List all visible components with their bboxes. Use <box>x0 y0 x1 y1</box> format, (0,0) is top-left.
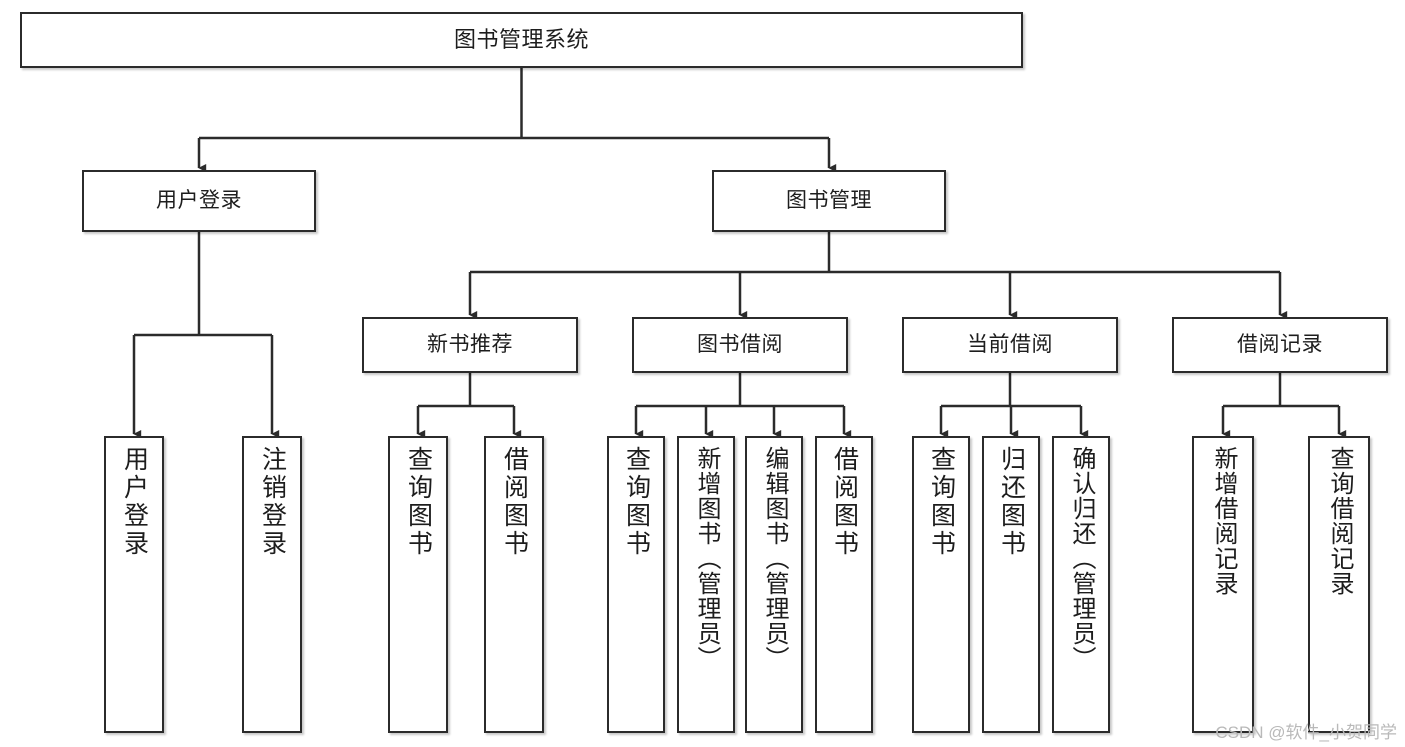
node-label: 借阅图书 <box>500 446 529 558</box>
node-leaf-querybook2[interactable]: 查询图书 <box>607 436 665 733</box>
node-label: 归还图书 <box>997 446 1026 558</box>
node-label: 查询图书 <box>927 446 956 558</box>
node-current[interactable]: 当前借阅 <box>902 317 1118 373</box>
node-label: 查询图书 <box>622 446 651 558</box>
node-leaf-confirm[interactable]: 确认归还（管理员） <box>1052 436 1110 733</box>
node-label: 编辑图书（管理员） <box>760 446 788 671</box>
node-leaf-addbook[interactable]: 新增图书（管理员） <box>677 436 735 733</box>
node-label: 确认归还（管理员） <box>1067 446 1095 671</box>
node-leaf-borrowbook1[interactable]: 借阅图书 <box>484 436 544 733</box>
node-label: 图书借阅 <box>697 332 783 356</box>
node-label: 当前借阅 <box>967 332 1053 356</box>
node-leaf-queryrecord[interactable]: 查询借阅记录 <box>1308 436 1370 733</box>
node-leaf-querybook3[interactable]: 查询图书 <box>912 436 970 733</box>
node-label: 新增图书（管理员） <box>692 446 720 671</box>
node-label: 借阅图书 <box>830 446 859 558</box>
node-borrow[interactable]: 图书借阅 <box>632 317 848 373</box>
node-label: 用户登录 <box>156 188 242 212</box>
node-newbook[interactable]: 新书推荐 <box>362 317 578 373</box>
node-login[interactable]: 用户登录 <box>82 170 316 232</box>
node-records[interactable]: 借阅记录 <box>1172 317 1388 373</box>
node-label: 查询图书 <box>404 446 433 558</box>
node-root[interactable]: 图书管理系统 <box>20 12 1023 68</box>
node-label: 用户登录 <box>120 446 149 558</box>
node-leaf-logout[interactable]: 注销登录 <box>242 436 302 733</box>
node-label: 注销登录 <box>258 446 287 558</box>
node-label: 图书管理 <box>786 188 872 212</box>
node-label: 查询借阅记录 <box>1325 446 1353 596</box>
node-label: 图书管理系统 <box>453 26 589 52</box>
node-label: 新增借阅记录 <box>1209 446 1237 596</box>
node-label: 借阅记录 <box>1237 332 1323 356</box>
node-leaf-returnbook[interactable]: 归还图书 <box>982 436 1040 733</box>
node-leaf-querybook1[interactable]: 查询图书 <box>388 436 448 733</box>
node-label: 新书推荐 <box>427 332 513 356</box>
node-leaf-userlogin[interactable]: 用户登录 <box>104 436 164 733</box>
node-leaf-editbook[interactable]: 编辑图书（管理员） <box>745 436 803 733</box>
node-leaf-borrowbook2[interactable]: 借阅图书 <box>815 436 873 733</box>
node-leaf-addrecord[interactable]: 新增借阅记录 <box>1192 436 1254 733</box>
csdn-watermark: CSDN @软件_小贺同学 <box>1215 723 1397 742</box>
node-bookmgmt[interactable]: 图书管理 <box>712 170 946 232</box>
